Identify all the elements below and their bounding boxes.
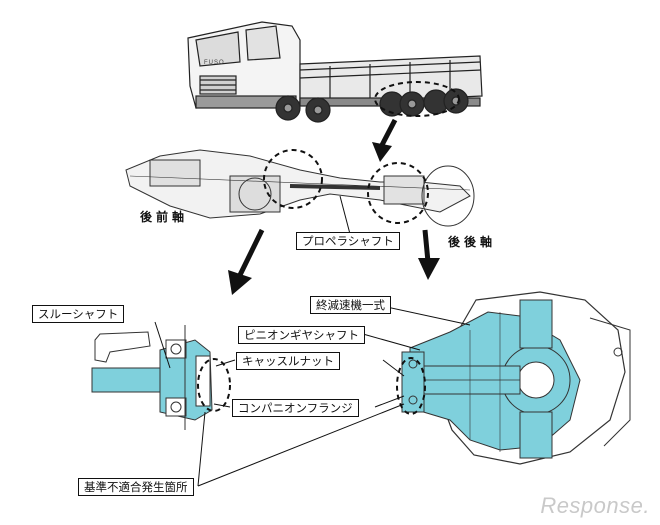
rear-rear-axle-label: 後後軸 (448, 235, 497, 249)
final-reduction-detail (401, 291, 631, 465)
through-shaft-flange-highlight-circle (197, 358, 231, 412)
response-watermark: Response. (540, 493, 650, 518)
truck-illustration (187, 21, 483, 123)
front-flange-highlight-circle (263, 149, 323, 209)
rear-front-axle-label: 後前軸 (140, 210, 189, 224)
pinion-gear-shaft-label: ピニオンギヤシャフト (238, 326, 365, 344)
arrow-icon (418, 229, 440, 280)
propeller-shaft-label: プロペラシャフト (296, 232, 400, 250)
defect-location-label: 基準不適合発生箇所 (78, 478, 194, 496)
drivetrain-illustration (125, 149, 475, 227)
companion-flange-label: コンパニオンフランジ (232, 399, 359, 417)
castle-nut-label: キャッスルナット (236, 352, 340, 370)
arrow-icon (228, 228, 265, 295)
truck-axle-highlight-circle (374, 81, 460, 117)
through-shaft-detail (91, 325, 213, 430)
rear-flange-highlight-circle (367, 162, 429, 224)
arrow-icon (372, 118, 398, 162)
pinion-flange-highlight-circle (396, 357, 426, 415)
truck-brand-text: FUSO (204, 60, 225, 66)
through-shaft-label: スルーシャフト (32, 305, 125, 323)
final-reduction-label: 終減速機一式 (310, 296, 391, 314)
